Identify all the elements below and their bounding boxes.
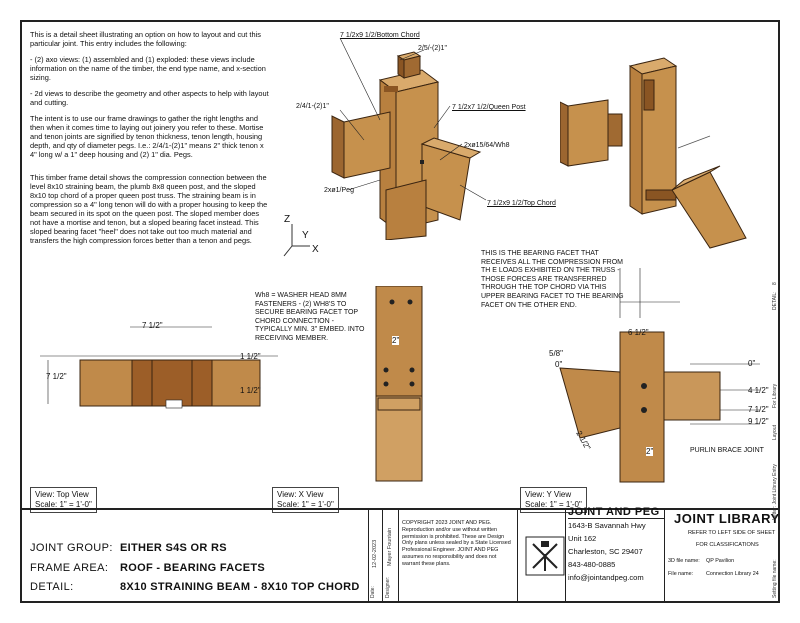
- intro-paragraph-5: This timber frame detail shows the compr…: [30, 173, 268, 245]
- axis-triad: [283, 224, 310, 257]
- label-tenon-top: 2/5/-(2)1": [418, 45, 447, 52]
- label-top-chord: 7 1/2x9 1/2/Top Chord: [487, 200, 556, 207]
- company-logo-icon: [525, 536, 565, 576]
- y-view-name: View: Y View: [525, 490, 572, 499]
- label-bottom-chord: 7 1/2x9 1/2/Bottom Chord: [340, 32, 420, 39]
- wh8-note: Wh8 = WASHER HEAD 8MM FASTENERS - (2) WH…: [255, 292, 365, 342]
- side-detail-number: 8: [772, 282, 778, 285]
- detail-value: 8X10 STRAINING BEAM - 8X10 TOP CHORD: [120, 581, 360, 593]
- joint-group-value: EITHER S4S OR RS: [120, 542, 227, 554]
- dim-y-four-half: 4 1/2": [748, 386, 769, 395]
- axis-x-label: X: [312, 244, 319, 255]
- intro-paragraph-1: This is a detail sheet illustrating an o…: [30, 30, 261, 48]
- dim-top-r1: 1 1/2": [240, 352, 261, 361]
- address-line-2: Unit 162: [568, 534, 597, 543]
- dim-top-height: 7 1/2": [46, 372, 67, 381]
- x-view-name: View: X View: [277, 490, 324, 499]
- joint-group-label: JOINT GROUP:: [30, 542, 113, 554]
- dim-y-nine-half: 9 1/2": [748, 417, 769, 426]
- x-view-scale: Scale: 1" = 1'-0": [277, 500, 334, 509]
- assembled-axo-view: [331, 51, 482, 240]
- frame-area-label: FRAME AREA:: [30, 562, 109, 574]
- bearing-facet-note: THIS IS THE BEARING FACET THAT RECEIVES …: [481, 250, 624, 309]
- file3d-value: QP Pavilion: [706, 558, 735, 564]
- intro-text: This is a detail sheet illustrating an o…: [30, 30, 270, 252]
- copyright-text: COPYRIGHT 2023 JOINT AND PEG. Reproducti…: [402, 520, 511, 567]
- leader-lines: [339, 37, 487, 201]
- file-name-value: Connection Library 24: [706, 571, 759, 577]
- drawing-sheet: [20, 20, 780, 603]
- dim-top-width: 7 1/2": [142, 321, 163, 330]
- exploded-axo-view: [560, 57, 747, 249]
- top-view-drawing: [40, 326, 278, 409]
- address-line-1: 1643-B Savannah Hwy: [568, 521, 646, 530]
- date-value: 12-02-2023: [372, 539, 378, 568]
- company-name: JOINT AND PEG: [568, 506, 664, 519]
- intro-paragraph-4: The intent is to use our frame drawings …: [30, 114, 264, 159]
- intro-paragraph-2: - (2) axo views: (1) assembled and (1) e…: [30, 55, 266, 82]
- axis-z-label: Z: [284, 214, 291, 225]
- top-view-name: View: Top View: [35, 490, 89, 499]
- dim-y-two: 2": [646, 447, 654, 456]
- email-address: info@jointandpeg.com: [568, 573, 644, 582]
- dim-y-six: 6 1/2": [628, 328, 649, 337]
- dim-y-seven-half: 7 1/2": [748, 405, 769, 414]
- x-view-drawing: [375, 286, 423, 482]
- date-label: Date:: [370, 586, 376, 598]
- file-name-label: File name:: [668, 571, 694, 577]
- library-title: JOINT LIBRARY: [674, 511, 780, 526]
- y-view-scale: Scale: 1" = 1'-0": [525, 500, 582, 509]
- side-for-library: For Library: [772, 383, 778, 408]
- refer-line-2: FOR CLASSIFICATIONS: [696, 542, 759, 548]
- label-queen-post: 7 1/2x7 1/2/Queen Post: [452, 104, 526, 111]
- label-tenon-left: 2/4/1-(2)1": [296, 103, 329, 110]
- side-setting: Setting file name:: [772, 559, 778, 598]
- dim-y-zero-b: 0": [748, 359, 756, 368]
- dim-y-five-eighths: 5/8": [549, 349, 563, 358]
- side-detail-label: DETAIL:: [772, 291, 778, 310]
- address-line-3: Charleston, SC 29407: [568, 547, 643, 556]
- designer-label: Designer:: [385, 576, 391, 598]
- dim-top-r2: 1 1/2": [240, 386, 261, 395]
- purlin-brace-label: PURLIN BRACE JOINT: [690, 447, 764, 454]
- dim-x-two: 2": [392, 336, 400, 345]
- detail-label: DETAIL:: [30, 581, 74, 593]
- dim-y-zero-a: 0": [555, 360, 563, 369]
- top-view-scale: Scale: 1" = 1'-0": [35, 500, 92, 509]
- file3d-label: 3D file name:: [668, 558, 700, 564]
- refer-line-1: REFER TO LEFT SIDE OF SHEET: [688, 530, 776, 536]
- side-entry: Letter: Joint Library Entry: [772, 464, 778, 520]
- title-block: JOINT GROUP: EITHER S4S OR RS FRAME AREA…: [20, 506, 780, 603]
- axis-y-label: Y: [302, 230, 309, 241]
- designer-value: Mayer Fountain: [387, 527, 393, 566]
- y-view-drawing: [559, 268, 760, 483]
- label-wh8: 2xø15/64/Wh8: [464, 142, 510, 149]
- intro-paragraph-3: - 2d views to describe the geometry and …: [30, 89, 269, 107]
- side-layout: Layout: [772, 424, 778, 440]
- frame-area-value: ROOF - BEARING FACETS: [120, 562, 266, 574]
- phone-number: 843-480-0885: [568, 560, 616, 569]
- label-peg: 2xø1/Peg: [324, 187, 354, 194]
